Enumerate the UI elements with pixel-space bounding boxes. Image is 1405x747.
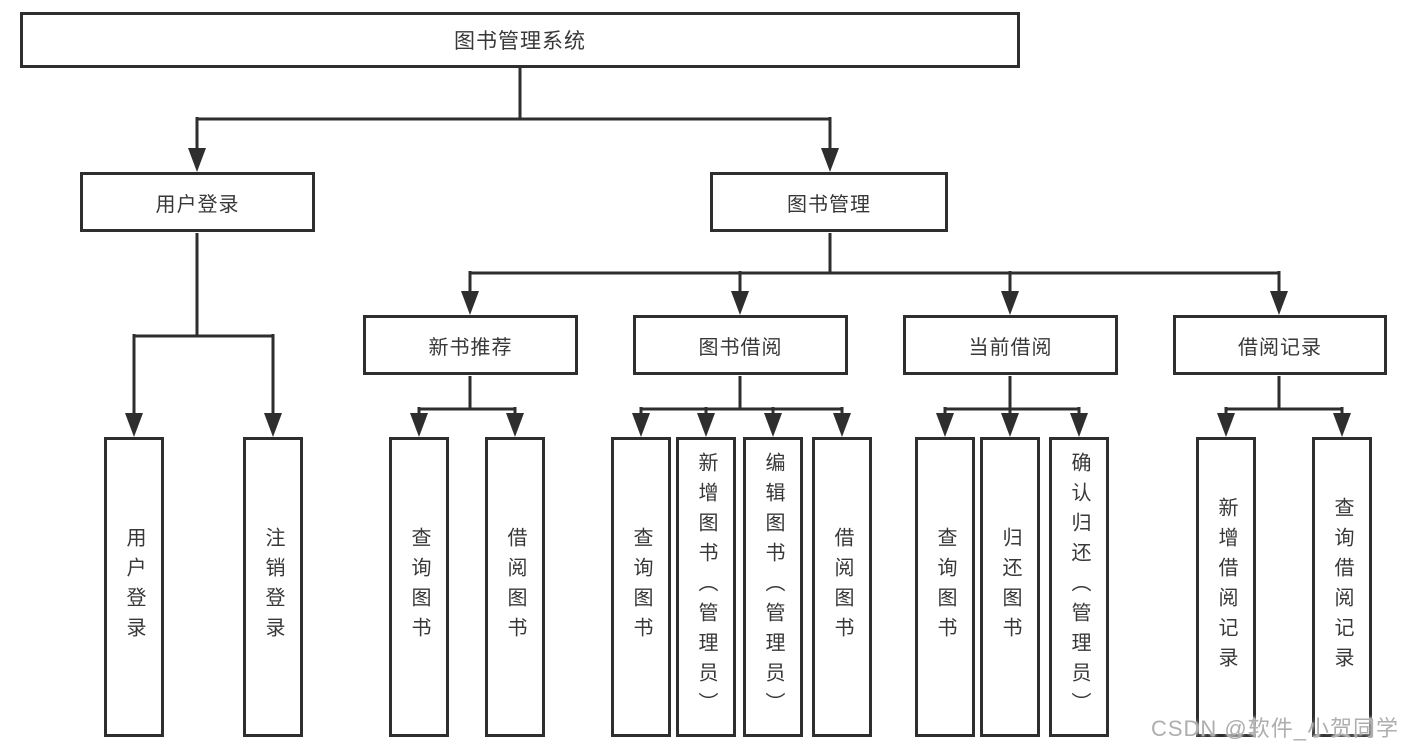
arrowhead <box>632 413 650 437</box>
arrowhead <box>125 413 143 437</box>
arrowhead <box>1001 413 1019 437</box>
arrowhead <box>833 413 851 437</box>
arrowhead <box>821 148 839 172</box>
leaf-label: 查询图书 <box>408 527 430 647</box>
leaf-add-borrow-record: 新增借阅记录 <box>1196 437 1256 737</box>
leaf-label: 归还图书 <box>999 527 1021 647</box>
connector-root-to-level1 <box>195 68 832 150</box>
arrowhead <box>264 413 282 437</box>
arrowhead <box>1001 291 1019 315</box>
leaf-return-books: 归还图书 <box>980 437 1040 737</box>
leaf-label: 借阅图书 <box>831 527 853 647</box>
connector-new-book-rec-to-leaves <box>417 376 517 415</box>
arrowhead <box>188 148 206 172</box>
arrowhead <box>1333 413 1351 437</box>
arrowhead <box>506 413 524 437</box>
connector-current-borrow-to-leaves <box>943 376 1081 415</box>
csdn-watermark: CSDN @软件_小贺同学 <box>1150 716 1399 741</box>
leaf-confirm-return-admin: 确认归还（管理员） <box>1049 437 1109 737</box>
node-new-book-recommend: 新书推荐 <box>363 315 578 375</box>
leaf-label: 新增借阅记录 <box>1215 497 1237 677</box>
leaf-label: 新增图书（管理员） <box>695 452 717 722</box>
arrowhead <box>410 413 428 437</box>
leaf-query-books-current: 查询图书 <box>915 437 975 737</box>
node-current-borrowing: 当前借阅 <box>903 315 1118 375</box>
leaf-query-books-recommend: 查询图书 <box>389 437 449 737</box>
connector-user-login-to-leaves <box>132 233 275 415</box>
leaf-query-books-borrowing: 查询图书 <box>611 437 671 737</box>
leaf-query-borrow-record: 查询借阅记录 <box>1312 437 1372 737</box>
leaf-edit-books-admin: 编辑图书（管理员） <box>743 437 803 737</box>
leaf-label: 查询借阅记录 <box>1331 497 1353 677</box>
leaf-user-login: 用户登录 <box>104 437 164 737</box>
node-user-login: 用户登录 <box>80 172 315 232</box>
connector-book-mgmt-to-level2 <box>468 233 1281 293</box>
arrowhead <box>697 413 715 437</box>
leaf-label: 借阅图书 <box>504 527 526 647</box>
node-book-management: 图书管理 <box>710 172 948 232</box>
connector-borrow-records-to-leaves <box>1224 376 1344 415</box>
node-borrow-records: 借阅记录 <box>1173 315 1387 375</box>
leaf-label: 确认归还（管理员） <box>1068 452 1090 722</box>
node-book-borrowing: 图书借阅 <box>633 315 848 375</box>
arrowhead <box>764 413 782 437</box>
leaf-label: 用户登录 <box>123 527 145 647</box>
connector-book-borrow-to-leaves <box>639 376 844 415</box>
arrowhead <box>1217 413 1235 437</box>
arrowhead <box>936 413 954 437</box>
leaf-borrow-books: 借阅图书 <box>812 437 872 737</box>
arrowhead <box>1270 291 1288 315</box>
arrowhead <box>1070 413 1088 437</box>
leaf-logout: 注销登录 <box>243 437 303 737</box>
leaf-borrow-books-recommend: 借阅图书 <box>485 437 545 737</box>
leaf-label: 查询图书 <box>934 527 956 647</box>
node-system-root: 图书管理系统 <box>20 12 1020 68</box>
leaf-label: 注销登录 <box>262 527 284 647</box>
leaf-label: 查询图书 <box>630 527 652 647</box>
leaf-label: 编辑图书（管理员） <box>762 452 784 722</box>
arrowhead <box>731 291 749 315</box>
arrowhead <box>461 291 479 315</box>
leaf-add-books-admin: 新增图书（管理员） <box>676 437 736 737</box>
